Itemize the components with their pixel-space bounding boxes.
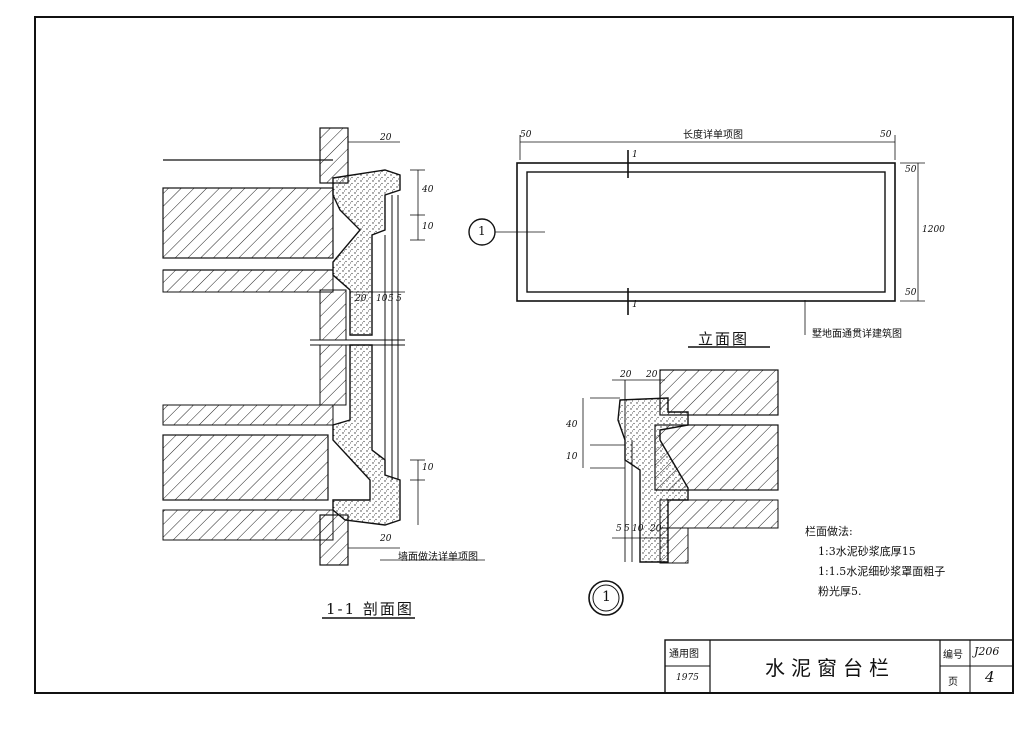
section-dim-mid-20: 20 — [355, 294, 367, 304]
detail-callout-number: 1 — [602, 589, 611, 605]
section-title: 1-1 剖面图 — [326, 600, 414, 618]
elevation-section-mark-top: 1 — [632, 150, 638, 160]
title-block-page-label: 页 — [948, 677, 958, 688]
section-dim-top: 20 — [380, 133, 392, 143]
elevation-drawing — [468, 135, 925, 348]
detail-dim-40: 40 — [566, 420, 578, 430]
section-dim-mid-5b: 5 — [396, 294, 402, 304]
section-dim-bottom-10: 10 — [422, 463, 434, 473]
detail-callout-circle — [588, 580, 624, 616]
section-dim-10: 10 — [422, 222, 434, 232]
detail-dim-bottom-20: 20 — [650, 524, 662, 534]
elevation-dim-bottom: 50 — [905, 288, 917, 298]
detail-dim-bottom-5b: 5 — [624, 524, 630, 534]
detail-dim-top-b: 20 — [646, 370, 658, 380]
section-dim-40: 40 — [422, 185, 434, 195]
elevation-bottom-note: 墅地面通贯详建筑图 — [812, 329, 902, 340]
elevation-top-note: 长度详单项图 — [683, 130, 743, 141]
elevation-section-mark-bottom: 1 — [632, 300, 638, 310]
detail-dim-10: 10 — [566, 452, 578, 462]
elevation-dim-height: 1200 — [922, 225, 945, 235]
notes-heading: 栏面做法: — [805, 525, 853, 538]
notes-line-3: 粉光厚5. — [818, 585, 862, 598]
elevation-dim-left: 50 — [520, 130, 532, 140]
section-1-1-drawing — [162, 127, 485, 619]
elevation-callout-number: 1 — [478, 224, 486, 238]
elevation-dim-top: 50 — [905, 165, 917, 175]
notes-line-2: 1:1.5水泥细砂浆罩面粗子 — [818, 565, 946, 578]
section-dim-mid-5a: 5 — [388, 294, 394, 304]
notes-line-1: 1:3水泥砂浆底厚15 — [818, 545, 916, 558]
title-block-year: 1975 — [676, 673, 699, 683]
detail-dim-top-a: 20 — [620, 370, 632, 380]
elevation-title: 立面图 — [698, 330, 750, 348]
title-block-number: J206 — [974, 645, 1000, 658]
detail-drawing — [582, 369, 779, 616]
section-dim-mid-10: 10 — [376, 294, 388, 304]
sheet-border — [34, 16, 1014, 694]
title-block-page: 4 — [985, 668, 995, 686]
title-block-number-label: 编号 — [943, 650, 963, 661]
detail-dim-bottom-5a: 5 — [616, 524, 622, 534]
title-block-lines — [664, 639, 1014, 694]
detail-dim-bottom-10: 10 — [632, 524, 644, 534]
title-block-title: 水泥窗台栏 — [765, 656, 895, 680]
title-block-used-label: 通用图 — [669, 649, 699, 660]
section-wall-note: 墙面做法详单项图 — [398, 552, 478, 563]
section-dim-bottom-20: 20 — [380, 534, 392, 544]
elevation-dim-right: 50 — [880, 130, 892, 140]
